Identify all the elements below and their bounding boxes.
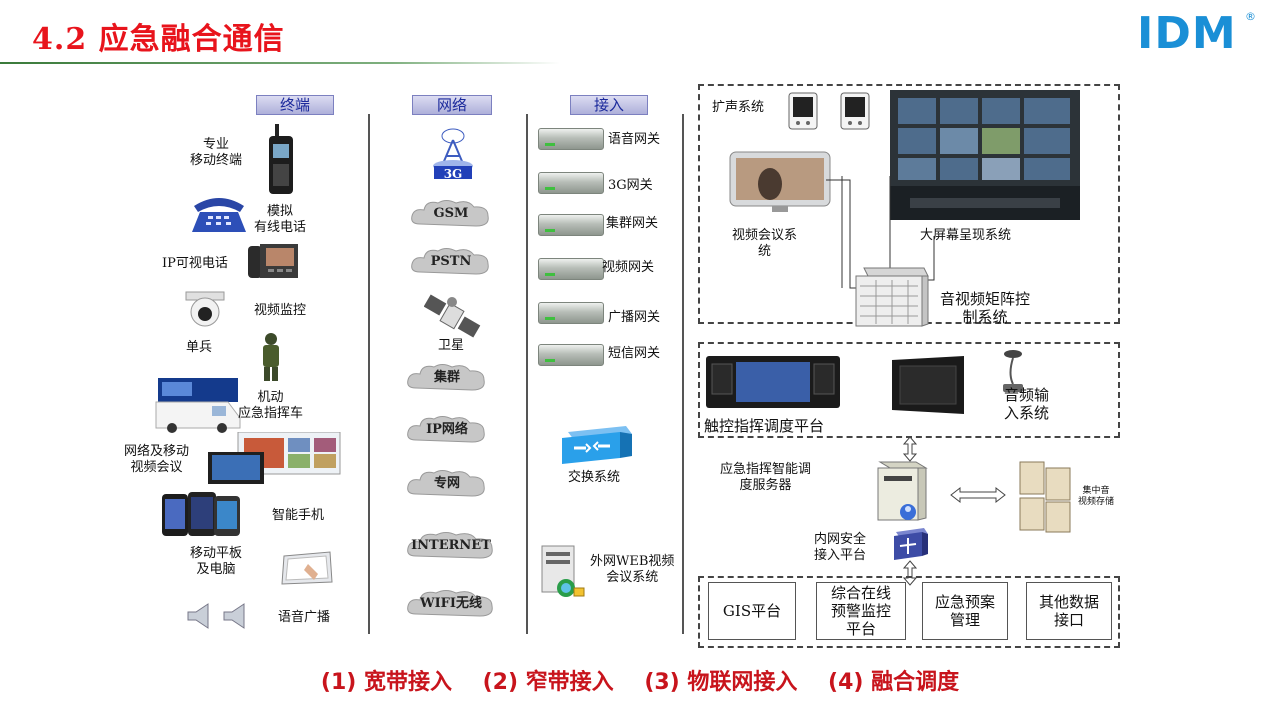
page-title: 4.2 应急融合通信 <box>32 22 285 57</box>
terminal-smartphone-label: 智能手机 <box>272 508 325 523</box>
access-modes-summary: (1) 宽带接入 (2) 窄带接入 (3) 物联网接入 (4) 融合调度 <box>320 670 960 695</box>
central-storage-label: 集中音 视频存储 <box>1078 486 1115 507</box>
network-private-label: 专网 <box>433 476 460 491</box>
other-data-interface-box: 其他数据 接口 <box>1026 582 1112 640</box>
column-header-access: 接入 <box>570 95 648 115</box>
company-logo: IDM <box>1137 8 1237 59</box>
video-conference-terminal-icon <box>729 151 831 212</box>
network-trunking: 集群 <box>406 362 488 394</box>
network-gsm-label: GSM <box>433 206 469 221</box>
registered-mark: ® <box>1245 10 1256 23</box>
desk-phone-icon <box>192 198 246 232</box>
loudspeaker-icon <box>187 603 245 629</box>
column-header-terminal: 终端 <box>256 95 334 115</box>
network-internet-label: INTERNET <box>411 538 491 553</box>
emergency-plan-label: 应急预案 管理 <box>934 593 995 629</box>
online-warning-platform-label: 综合在线 预警监控 平台 <box>830 584 891 638</box>
tablet-icon <box>281 551 333 585</box>
gis-platform-label: GIS平台 <box>722 602 782 620</box>
terminal-video-surveillance-label: 视频监控 <box>254 303 307 318</box>
network-wifi: WIFI无线 <box>406 588 496 620</box>
access-video-gateway-label: 视频网关 <box>602 260 655 275</box>
web-video-server-icon <box>541 545 585 597</box>
touch-command-platform-label: 触控指挥调度平台 <box>704 417 825 435</box>
terminal-analog-phone-label: 模拟 有线电话 <box>254 204 307 235</box>
storage-servers-icon <box>1019 461 1071 533</box>
bidirectional-arrow-icon <box>950 486 1006 504</box>
column-header-network: 网络 <box>412 95 492 115</box>
column-separator <box>526 114 528 634</box>
surveillance-camera-icon <box>185 291 225 327</box>
speaker-panel-icon <box>840 92 870 130</box>
business-platforms-group <box>698 576 1120 648</box>
terminal-ip-video-phone-label: IP可视电话 <box>162 256 228 271</box>
security-gateway-icon <box>894 528 928 560</box>
3g-tower-icon <box>433 128 473 179</box>
access-3g-gateway-label: 3G网关 <box>608 178 653 193</box>
access-external-web-video-label: 外网WEB视频 会议系统 <box>590 554 675 585</box>
touch-monitor-icon <box>892 356 964 414</box>
touch-command-console-icon <box>706 356 840 408</box>
emergency-plan-box: 应急预案 管理 <box>922 582 1008 640</box>
pa-system-label: 扩声系统 <box>712 100 765 115</box>
terminal-network-video-conf-label: 网络及移动 视频会议 <box>124 444 190 475</box>
terminal-soldier-label: 单兵 <box>186 340 213 355</box>
intranet-security-label: 内网安全 接入平台 <box>814 532 867 563</box>
access-switching-system-label: 交换系统 <box>568 470 621 485</box>
3g-badge: 3G <box>443 167 463 181</box>
video-conf-system-label: 视频会议系 统 <box>732 228 798 259</box>
big-screen-system-label: 大屏幕呈现系统 <box>920 228 1012 243</box>
gateway-device-icon <box>538 344 604 366</box>
microphone-icon <box>1003 350 1023 392</box>
network-pstn-label: PSTN <box>430 254 472 269</box>
access-broadcast-gateway-label: 广播网关 <box>608 310 661 325</box>
network-internet: INTERNET <box>406 530 496 562</box>
network-satellite-label: 卫星 <box>438 338 465 353</box>
gateway-device-icon <box>538 214 604 236</box>
network-trunking-label: 集群 <box>433 370 460 385</box>
column-separator <box>682 114 684 634</box>
dispatch-server-icon <box>877 461 928 521</box>
command-console-group <box>698 342 1120 438</box>
terminal-voice-broadcast-label: 语音广播 <box>278 610 331 625</box>
gateway-device-icon <box>538 258 604 280</box>
command-vehicle-icon <box>155 378 241 433</box>
satellite-icon <box>424 294 481 338</box>
network-private: 专网 <box>406 468 488 500</box>
network-wifi-label: WIFI无线 <box>420 596 482 611</box>
audio-input-system-label: 音频输 入系统 <box>1004 386 1050 422</box>
gateway-device-icon <box>538 128 604 150</box>
av-matrix-system-label: 音视频矩阵控 制系统 <box>940 290 1031 326</box>
online-warning-platform-box: 综合在线 预警监控 平台 <box>816 582 906 640</box>
gateway-device-icon <box>538 172 604 194</box>
title-divider <box>0 62 560 64</box>
fusion-communication-diagram: 终端 网络 接入 专业 移动终端 模拟 有线电话 IP可视电话 视频监控 单兵 <box>120 76 1140 650</box>
terminal-pro-mobile-label: 专业 移动终端 <box>190 137 243 168</box>
soldier-icon <box>263 333 279 381</box>
video-wall-icon <box>890 90 1080 220</box>
column-separator <box>368 114 370 634</box>
network-ip: IP网络 <box>406 414 488 446</box>
gateway-device-icon <box>538 302 604 324</box>
network-ip-label: IP网络 <box>426 422 468 437</box>
access-voice-gateway-label: 语音网关 <box>608 132 661 147</box>
speaker-panel-icon <box>788 92 818 130</box>
terminal-command-vehicle-label: 机动 应急指挥车 <box>238 390 304 421</box>
access-trunk-gateway-label: 集群网关 <box>606 216 659 231</box>
intelligent-dispatch-server-label: 应急指挥智能调 度服务器 <box>720 462 812 493</box>
terminal-tablet-pc-label: 移动平板 及电脑 <box>190 546 243 577</box>
av-matrix-device-icon <box>855 267 929 327</box>
network-gsm: GSM <box>410 198 492 230</box>
switch-device-icon <box>562 426 632 464</box>
other-data-interface-label: 其他数据 接口 <box>1038 593 1099 629</box>
smartphones-icon <box>162 492 240 536</box>
radio-handset-icon <box>269 124 293 194</box>
gis-platform-box: GIS平台 <box>708 582 796 640</box>
double-arrow-icon <box>902 560 918 586</box>
ip-video-phone-icon <box>248 244 298 278</box>
network-pstn: PSTN <box>410 246 492 278</box>
access-sms-gateway-label: 短信网关 <box>608 346 661 361</box>
video-conference-screens-icon <box>208 432 341 484</box>
double-arrow-icon <box>902 436 918 462</box>
